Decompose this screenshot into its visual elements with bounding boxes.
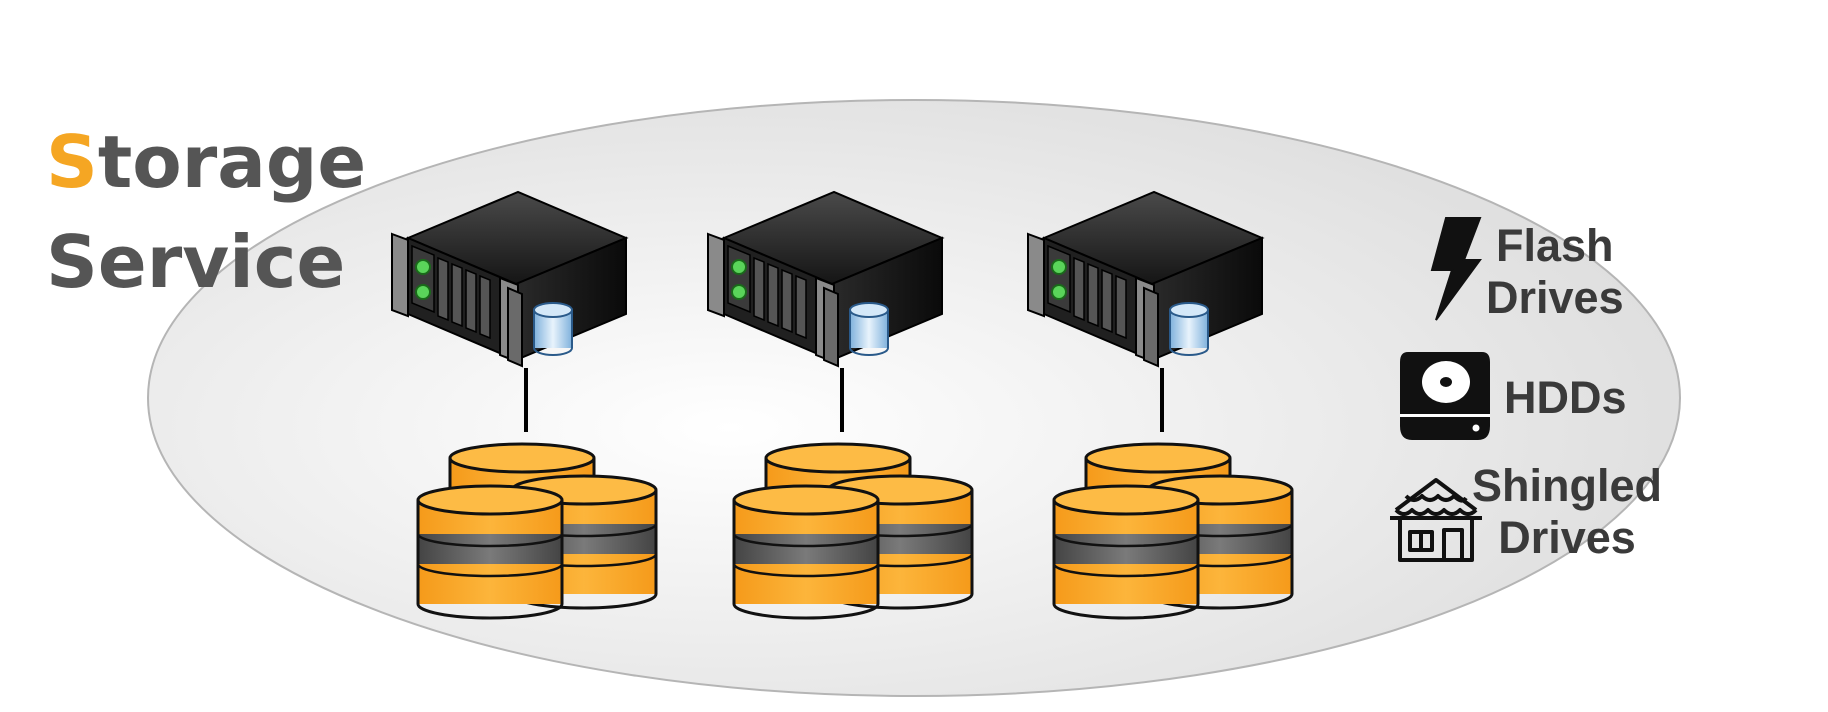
page-title: Storage Service bbox=[46, 112, 366, 312]
legend-label-flash-line2: Drives bbox=[1486, 272, 1624, 323]
lightning-bolt-icon bbox=[1430, 217, 1482, 321]
title-line-1-rest: torage bbox=[97, 120, 367, 204]
shingled-roof-house-icon bbox=[1390, 478, 1482, 562]
storage-node-1 bbox=[391, 191, 658, 620]
hard-disk-icon bbox=[1400, 352, 1490, 440]
legend-label-shingled: Shingled Drives bbox=[1472, 460, 1662, 564]
storage-node-2 bbox=[707, 191, 974, 620]
legend-label-flash: Flash Drives bbox=[1486, 220, 1624, 324]
legend-label-hdds: HDDs bbox=[1504, 372, 1627, 424]
legend-label-shingled-line1: Shingled bbox=[1472, 460, 1662, 511]
legend-label-flash-line1: Flash bbox=[1496, 220, 1614, 271]
title-accent-letter: S bbox=[46, 120, 98, 204]
legend-label-hdds-line1: HDDs bbox=[1504, 372, 1627, 423]
legend-label-shingled-line2: Drives bbox=[1498, 512, 1636, 563]
title-line-1: Storage bbox=[46, 112, 366, 212]
title-line-2: Service bbox=[46, 220, 346, 304]
storage-node-3 bbox=[1027, 191, 1294, 620]
